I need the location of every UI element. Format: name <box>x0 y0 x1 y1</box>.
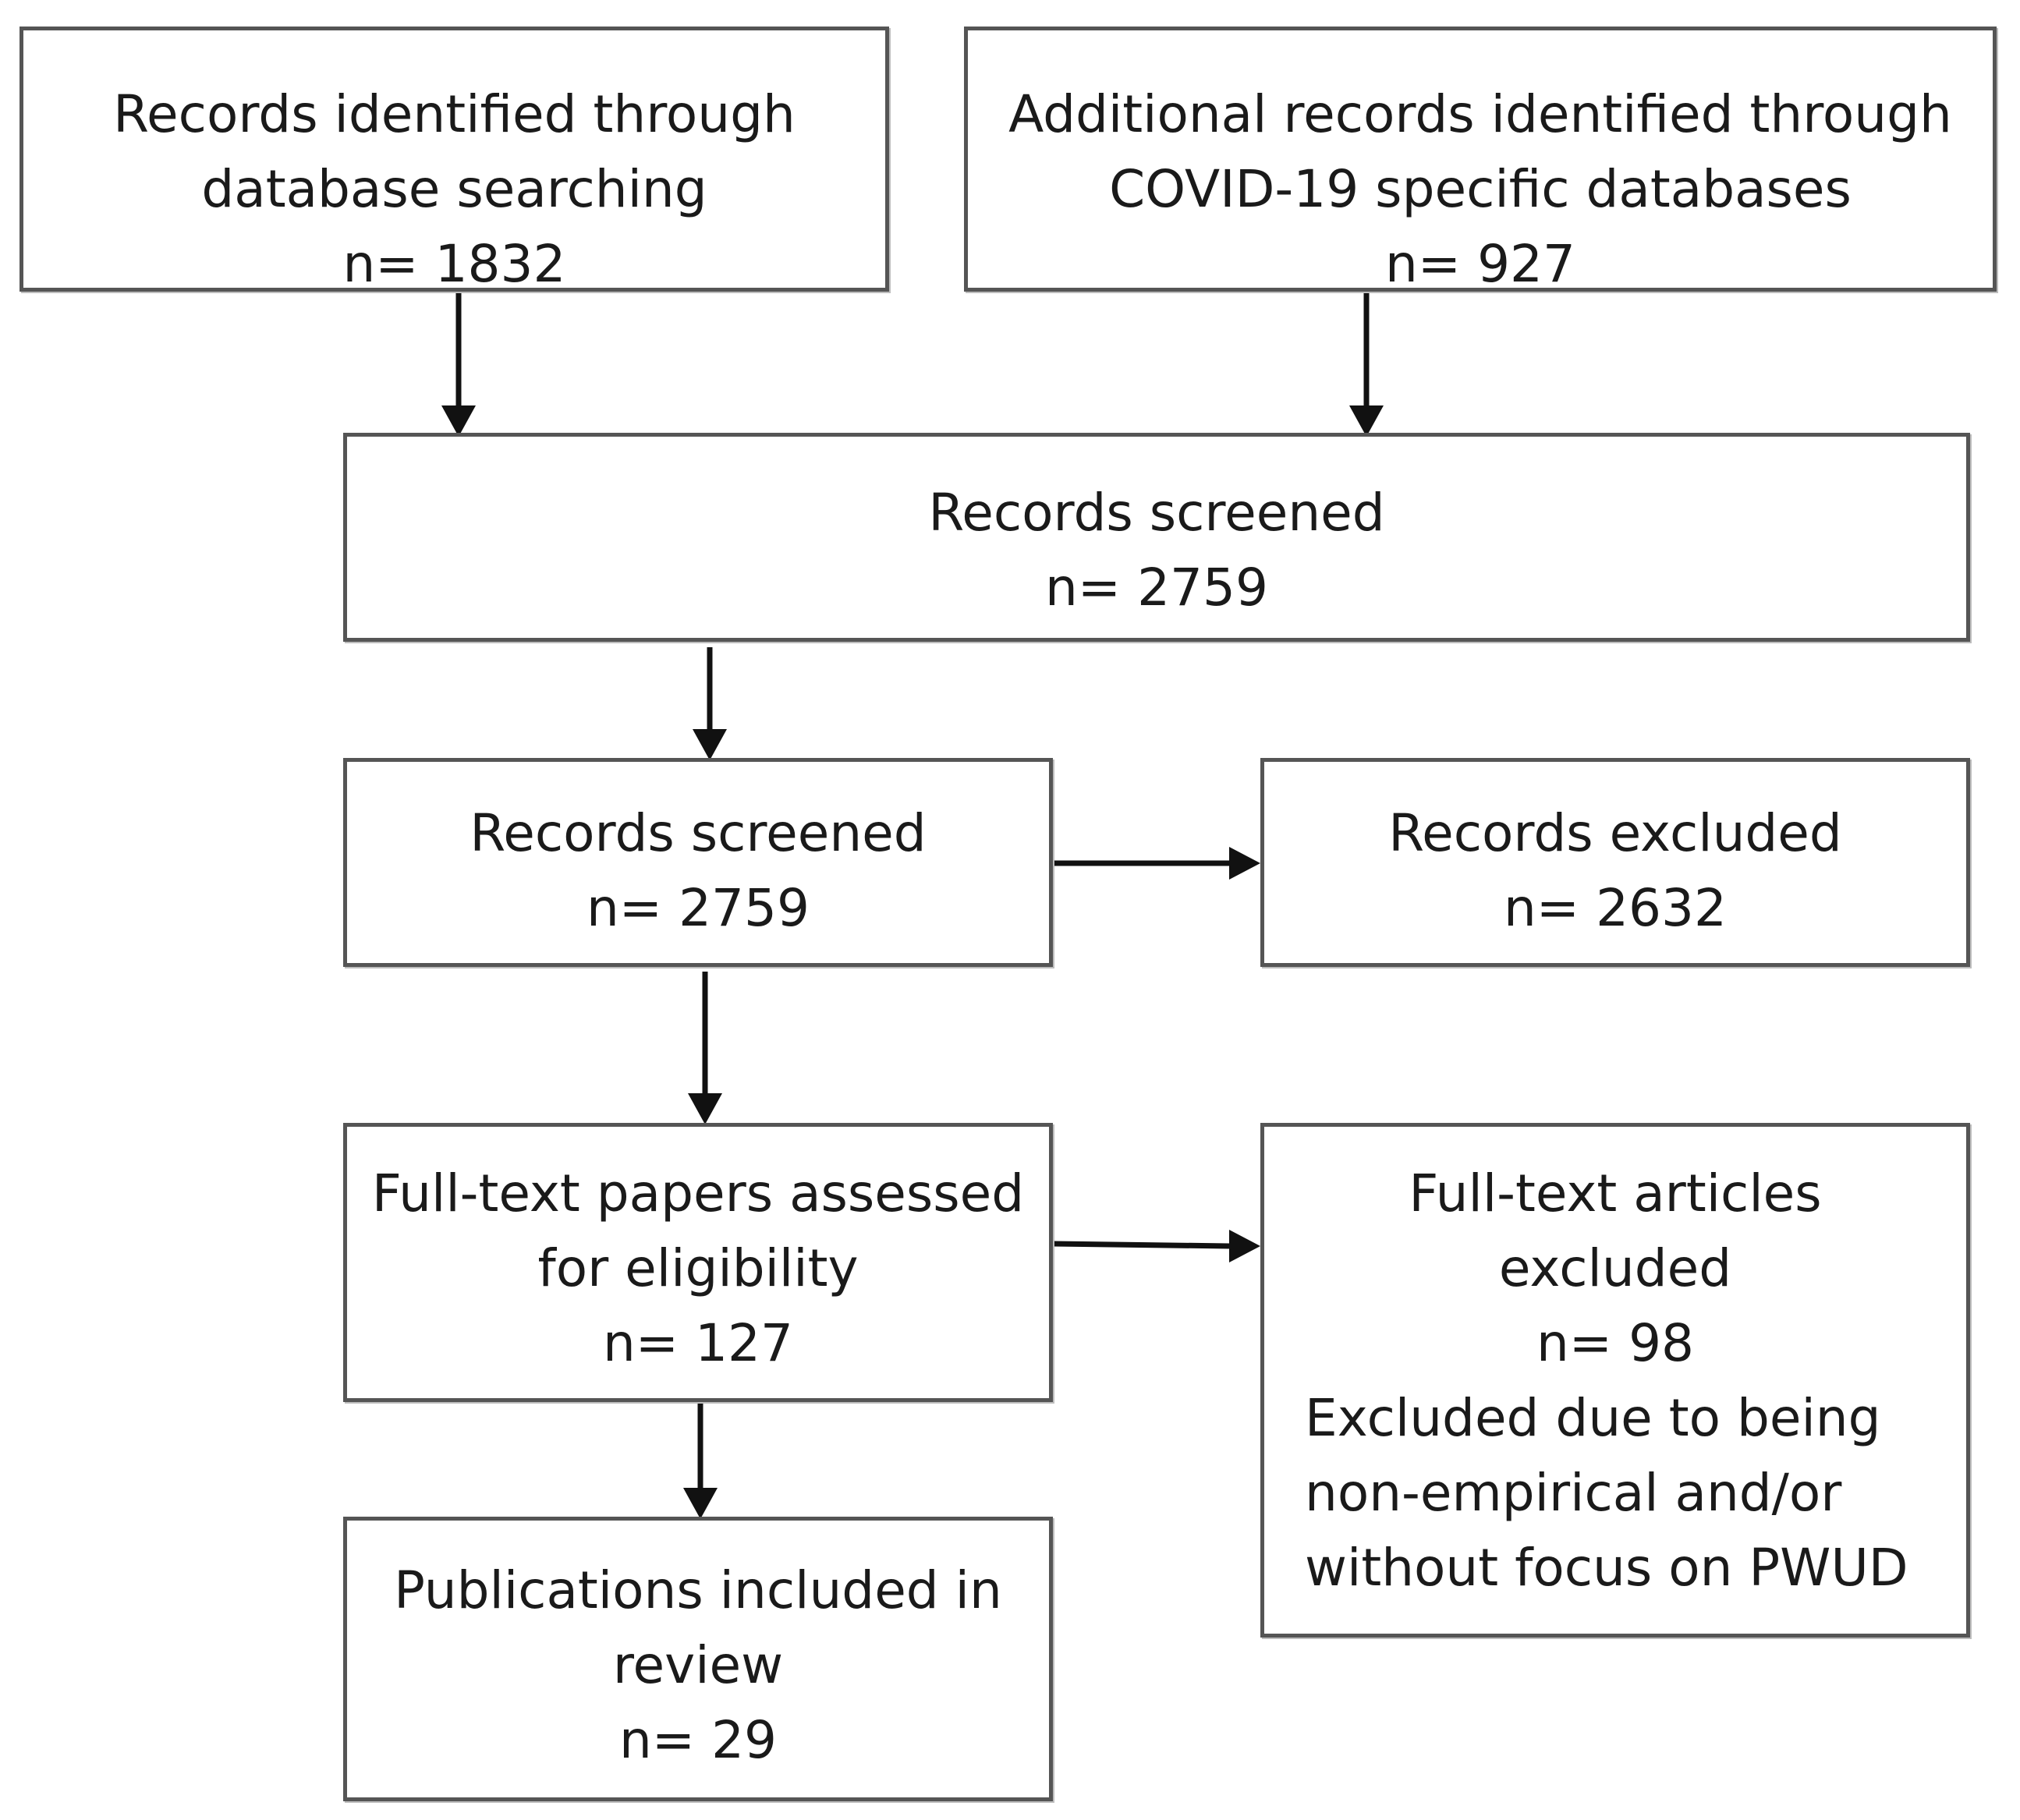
fulltext-excluded-label-line2: excluded <box>1498 1238 1732 1298</box>
arrowhead-database-to-screened <box>441 405 476 437</box>
covid-databases-label-line2: COVID-19 specific databases <box>1109 159 1852 219</box>
fulltext-excluded-reason-line2: non-empirical and/or <box>1305 1463 1842 1523</box>
included-publications-box: Publications included in review n= 29 <box>343 1517 1053 1801</box>
covid-databases-box: Additional records identified through CO… <box>964 27 1997 294</box>
included-publications-count: n= 29 <box>618 1710 778 1770</box>
database-search-label-line1: Records identified through <box>113 84 796 144</box>
fulltext-excluded-reason-line1: Excluded due to being <box>1305 1388 1881 1448</box>
arrowhead-screened-to-fulltext <box>688 1093 722 1124</box>
fulltext-assessed-label-line1: Full-text papers assessed <box>371 1163 1025 1223</box>
covid-databases-label-line1: Additional records identified through <box>1008 84 1952 144</box>
fulltext-assessed-label-line2: for eligibility <box>537 1238 859 1298</box>
records-excluded-box: Records excluded n= 2632 <box>1260 758 1970 967</box>
records-screened-count: n= 2759 <box>586 878 810 938</box>
fulltext-excluded-count: n= 98 <box>1536 1313 1695 1373</box>
records-screened-merged-box: Records screened n= 2759 <box>343 433 1970 642</box>
records-screened-box: Records screened n= 2759 <box>343 758 1053 967</box>
database-search-count: n= 1832 <box>342 234 566 294</box>
arrow-fulltext-to-excluded <box>1052 1241 1230 1249</box>
arrowhead-screened-to-excluded <box>1229 847 1260 880</box>
fulltext-assessed-count: n= 127 <box>602 1313 794 1373</box>
arrowhead-fulltext-to-included <box>683 1488 718 1519</box>
included-publications-label-line2: review <box>612 1635 784 1695</box>
fulltext-assessed-box: Full-text papers assessed for eligibilit… <box>343 1123 1053 1402</box>
arrowhead-fulltext-to-excluded <box>1229 1230 1260 1262</box>
arrowhead-covid-to-screened <box>1349 405 1384 437</box>
fulltext-excluded-box: Full-text articles excluded n= 98 Exclud… <box>1260 1123 1970 1638</box>
records-excluded-label: Records excluded <box>1388 803 1842 863</box>
records-excluded-count: n= 2632 <box>1503 878 1728 938</box>
fulltext-excluded-label-line1: Full-text articles <box>1409 1163 1822 1223</box>
records-screened-merged-count: n= 2759 <box>1044 558 1269 618</box>
covid-databases-count: n= 927 <box>1384 234 1576 294</box>
records-screened-merged-label: Records screened <box>928 483 1385 543</box>
database-search-label-line2: database searching <box>201 159 707 219</box>
fulltext-excluded-reason-line3: without focus on PWUD <box>1305 1538 1908 1598</box>
database-search-box: Records identified through database sear… <box>19 27 889 294</box>
arrowhead-merged-to-screened <box>693 729 727 760</box>
included-publications-label-line1: Publications included in <box>394 1560 1002 1620</box>
records-screened-label: Records screened <box>470 803 927 863</box>
